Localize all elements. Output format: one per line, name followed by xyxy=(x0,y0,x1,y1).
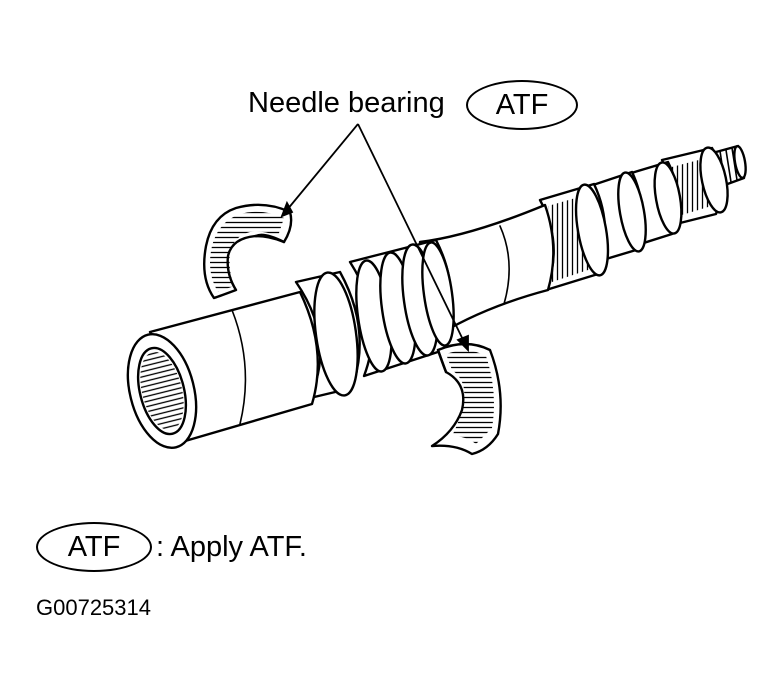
shaft-gear-spline xyxy=(538,182,610,292)
shaft-flange xyxy=(294,270,361,400)
needle-bearing-right xyxy=(430,342,502,456)
shaft-right-spline xyxy=(660,146,729,228)
callout-leader-lines xyxy=(280,123,469,353)
atf-badge-callout: ATF xyxy=(466,80,578,130)
shaft-grooved-section xyxy=(348,238,455,378)
atf-badge-legend: ATF xyxy=(36,522,152,572)
legend-description: : Apply ATF. xyxy=(156,531,307,563)
figure-code: G00725314 xyxy=(36,595,151,620)
needle-bearing-left xyxy=(203,203,293,300)
leader-to-right-bearing xyxy=(357,123,469,351)
needle-bearing-label: Needle bearing xyxy=(248,87,445,119)
shaft-hollow-end xyxy=(126,332,198,450)
leader-to-left-bearing xyxy=(281,123,359,217)
